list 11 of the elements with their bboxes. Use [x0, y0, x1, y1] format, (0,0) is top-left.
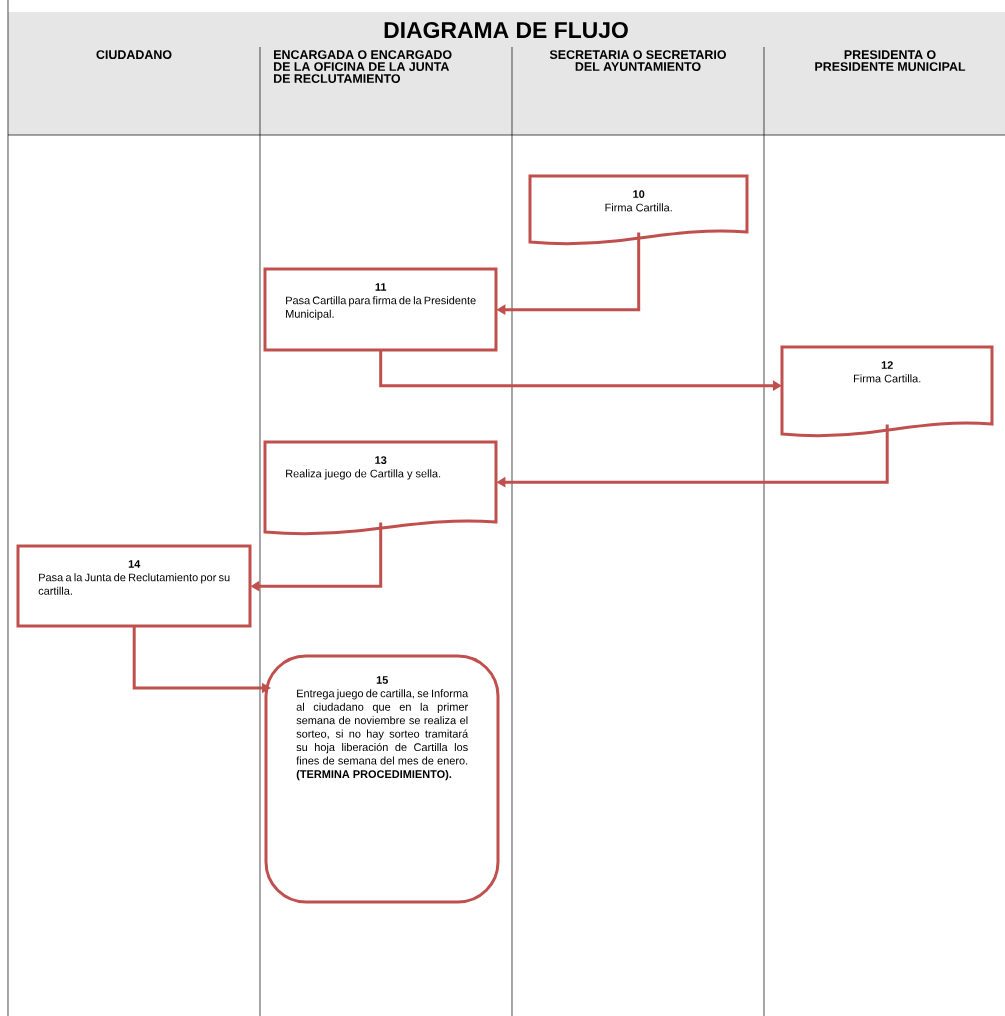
- process-box: 11 Pasa Cartilla para firma de la Presidente Municipal.: [263, 267, 498, 352]
- process-box: 14 Pasa a la Junta de Reclutamiento por su cartilla.: [16, 544, 252, 628]
- document-box: 10 Firma Cartilla.: [528, 174, 749, 246]
- document-box: 13 Realiza juego de Cartilla y sella.: [263, 440, 498, 536]
- lane-header: PRESIDENTA O PRESIDENTE MUNICIPAL: [815, 50, 966, 71]
- lane-header: SECRETARIA O SECRETARIO DEL AYUNTAMIENTO: [549, 50, 726, 71]
- title: DIAGRAMA DE FLUJO: [384, 21, 628, 39]
- end-box: 15 Entrega juego de cartilla, se Informa al ciudadano que en la primer semana de noviembre se realiza el sorteo, si no hay sorteo tramitará su hoja liberación de Cartilla los fines de semana del mes de enero. (TERMINA PROCEDIMIENTO).: [264, 654, 500, 904]
- document-box: 12 Firma Cartilla.: [780, 345, 994, 438]
- lane-header: ENCARGADA O ENCARGADO DE LA OFICINA DE LA JUNTA DE RECLUTAMIENTO: [274, 50, 452, 83]
- lane-header: CIUDADANO: [96, 50, 172, 60]
